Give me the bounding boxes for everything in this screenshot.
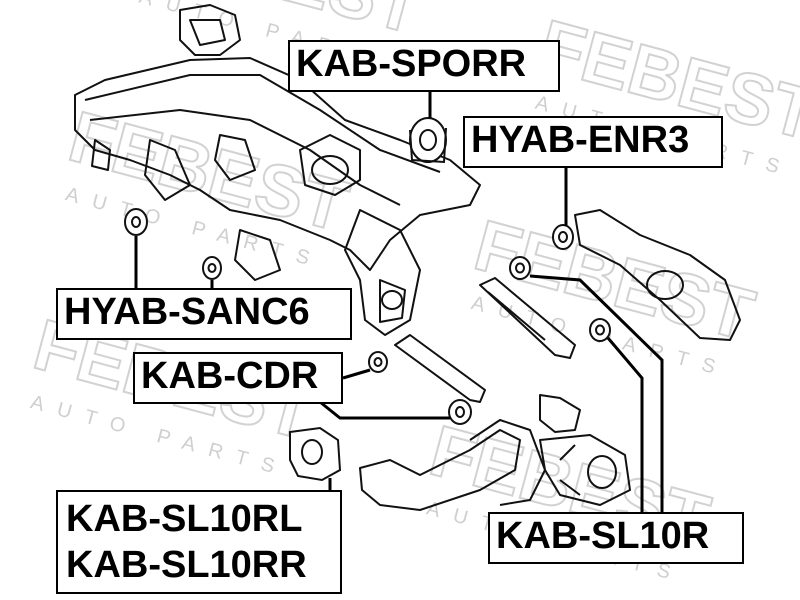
bushing-cdr-1	[368, 351, 388, 373]
leader-sl10r-b	[606, 337, 644, 512]
bushing-sanc6-lower	[202, 256, 222, 280]
part-label-kab-sl10rl: KAB-SL10RL	[66, 498, 303, 540]
leader-cdr-b	[319, 400, 450, 420]
part-label-kab-sl10rl-rr: KAB-SL10RL KAB-SL10RR	[56, 490, 342, 594]
bushing-enr3	[552, 224, 574, 250]
leader-cdr-a	[342, 368, 371, 380]
part-label-kab-sporr: KAB-SPORR	[288, 40, 560, 92]
part-label-kab-sl10r: KAB-SL10R	[488, 512, 744, 564]
leader-lines	[134, 90, 664, 512]
suspension-arms	[359, 209, 741, 511]
bushing-sporr	[409, 117, 447, 164]
leader-sl10r-a	[529, 274, 664, 512]
part-label-hyab-sanc6: HYAB-SANC6	[56, 288, 352, 340]
bushings	[124, 117, 611, 482]
bushing-sl10r-lower	[589, 318, 611, 342]
bushing-sanc6-upper	[124, 208, 148, 236]
part-label-kab-sl10rr: KAB-SL10RR	[66, 544, 307, 586]
part-label-hyab-enr3: HYAB-ENR3	[463, 116, 723, 168]
bushing-sl10r-upper	[509, 256, 531, 280]
bushing-cdr-2	[448, 399, 472, 425]
bushing-sl10rl	[289, 426, 342, 482]
rear-subframe	[74, 4, 481, 336]
part-label-kab-cdr: KAB-CDR	[133, 352, 343, 404]
